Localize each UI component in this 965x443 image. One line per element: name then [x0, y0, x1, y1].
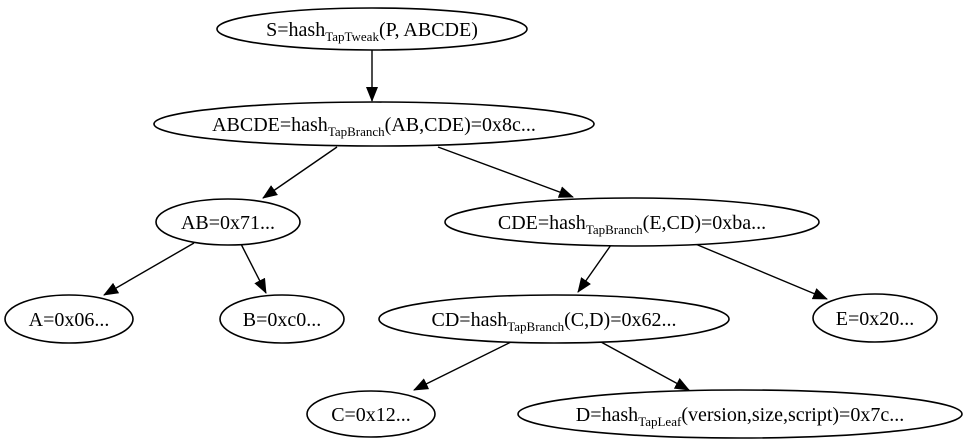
- node-S-label-segment: S=hash: [266, 19, 325, 41]
- edge-AB-A: [103, 242, 195, 296]
- node-CD-label-segment: CD=hash: [432, 309, 508, 331]
- edge-ABCDE-AB: [262, 146, 338, 199]
- node-S-ellipse: [216, 7, 528, 51]
- node-C-ellipse: [306, 390, 436, 438]
- edge-ABCDE-CDE: [437, 146, 574, 198]
- node-ABCDE-label-segment: ABCDE=hash: [212, 114, 328, 136]
- edge-AB-B: [240, 243, 267, 294]
- node-C: C=0x12...: [306, 390, 436, 438]
- edge-CD-C: [413, 341, 512, 391]
- node-CD: CD=hashTapBranch(C,D)=0x62...: [378, 294, 730, 344]
- node-ABCDE-label-segment: (AB,CDE)=0x8c...: [385, 114, 536, 136]
- node-CDE-label-segment: (E,CD)=0xba...: [643, 212, 766, 234]
- node-D-label-segment: D=hash: [576, 404, 638, 426]
- node-C-label: C=0x12...: [331, 404, 411, 426]
- node-E-label: E=0x20...: [836, 308, 915, 330]
- node-B-label-segment: B=0xc0...: [243, 309, 322, 331]
- node-E-label-segment: E=0x20...: [836, 308, 915, 330]
- node-CD-label-segment: (C,D)=0x62...: [564, 309, 676, 331]
- node-D: D=hashTapLeaf(version,size,script)=0x7c.…: [517, 389, 963, 439]
- node-CDE-label-segment: CDE=hash: [498, 212, 586, 234]
- edges-layer: [103, 50, 828, 391]
- node-S-label-segment: (P, ABCDE): [379, 19, 478, 41]
- node-B-ellipse: [219, 294, 345, 344]
- node-B: B=0xc0...: [219, 294, 345, 344]
- node-CDE-label: CDE=hashTapBranch(E,CD)=0xba...: [498, 212, 766, 237]
- node-S-label: S=hashTapTweak(P, ABCDE): [266, 19, 478, 44]
- node-AB: AB=0x71...: [155, 198, 301, 246]
- node-AB-label-segment: AB=0x71...: [181, 212, 275, 234]
- node-A-ellipse: [4, 294, 134, 344]
- edge-CD-D: [600, 341, 690, 391]
- node-A-label: A=0x06...: [29, 309, 110, 331]
- node-CD-ellipse: [378, 294, 730, 344]
- node-CD-label: CD=hashTapBranch(C,D)=0x62...: [432, 309, 677, 334]
- node-A: A=0x06...: [4, 294, 134, 344]
- node-C-label-segment: C=0x12...: [331, 404, 411, 426]
- node-A-label-segment: A=0x06...: [29, 309, 110, 331]
- node-CD-label-segment: TapBranch: [507, 319, 564, 334]
- node-S: S=hashTapTweak(P, ABCDE): [216, 7, 528, 51]
- node-B-label: B=0xc0...: [243, 309, 322, 331]
- node-AB-ellipse: [155, 198, 301, 246]
- node-ABCDE-label-segment: TapBranch: [328, 124, 385, 139]
- node-CDE: CDE=hashTapBranch(E,CD)=0xba...: [444, 197, 820, 247]
- edge-CDE-CD: [577, 244, 612, 293]
- node-D-label: D=hashTapLeaf(version,size,script)=0x7c.…: [576, 404, 904, 429]
- node-D-label-segment: TapLeaf: [638, 414, 682, 429]
- node-S-label-segment: TapTweak: [325, 29, 379, 44]
- node-ABCDE-ellipse: [153, 101, 595, 147]
- node-E-ellipse: [812, 293, 938, 343]
- node-AB-label: AB=0x71...: [181, 212, 275, 234]
- nodes-layer: S=hashTapTweak(P, ABCDE)ABCDE=hashTapBra…: [4, 7, 963, 439]
- node-E: E=0x20...: [812, 293, 938, 343]
- node-D-label-segment: (version,size,script)=0x7c...: [681, 404, 904, 426]
- node-CDE-ellipse: [444, 197, 820, 247]
- node-CDE-label-segment: TapBranch: [586, 222, 643, 237]
- node-D-ellipse: [517, 389, 963, 439]
- node-ABCDE-label: ABCDE=hashTapBranch(AB,CDE)=0x8c...: [212, 114, 536, 139]
- edge-CDE-E: [692, 242, 828, 300]
- node-ABCDE: ABCDE=hashTapBranch(AB,CDE)=0x8c...: [153, 101, 595, 147]
